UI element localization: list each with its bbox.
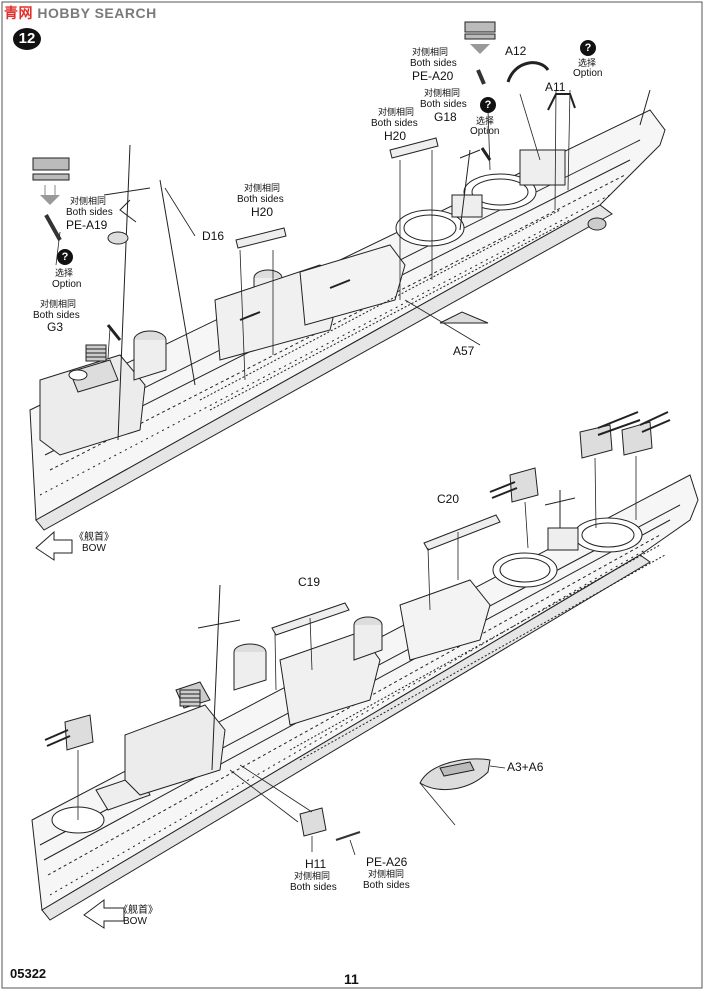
part-h11: H11 xyxy=(305,857,327,871)
label-option-en-g18: Option xyxy=(470,126,500,137)
label-h11-both-sides-cn: 对侧相同 xyxy=(294,871,331,881)
label-g18-both-sides-en: Both sides xyxy=(420,99,467,110)
label-h20-right-both-sides-cn: 对侧相同 xyxy=(378,107,415,117)
label-h20-right-both-sides-en: Both sides xyxy=(371,118,418,129)
label-option-cn-left: 选择 xyxy=(55,268,74,278)
part-g3: G3 xyxy=(47,320,64,334)
part-g18: G18 xyxy=(434,110,457,124)
part-a3-a6: A3+A6 xyxy=(507,760,544,774)
bow-label-cn-upper: 《舰首》 xyxy=(74,532,114,543)
label-pe-a19-both-sides-cn: 对侧相同 xyxy=(70,196,107,206)
label-option-en-a11: Option xyxy=(573,68,603,79)
part-pe-a26: PE-A26 xyxy=(366,855,408,869)
lower-small-parts xyxy=(44,411,671,841)
watermark-en: HOBBY SEARCH xyxy=(37,5,157,21)
part-h20-left: H20 xyxy=(251,205,274,219)
page-number: 11 xyxy=(344,971,359,987)
lower-ship-hull xyxy=(31,474,699,921)
label-pe-a20-both-sides-en: Both sides xyxy=(410,58,457,69)
option-question-icon-g18: ? xyxy=(480,97,496,113)
option-question-icon-a11: ? xyxy=(580,40,596,56)
part-c20: C20 xyxy=(437,492,460,506)
option-question-icon: ? xyxy=(57,249,73,265)
label-pe-a20-both-sides-cn: 对侧相同 xyxy=(412,47,449,57)
label-g18-both-sides-cn: 对侧相同 xyxy=(424,88,461,98)
label-h20-left-both-sides-en: Both sides xyxy=(237,194,284,205)
label-h20-left-both-sides-cn: 对侧相同 xyxy=(244,183,281,193)
label-option-cn-g18: 选择 xyxy=(476,116,495,126)
label-g3-both-sides-cn: 对侧相同 xyxy=(40,299,77,309)
part-a11: A11 xyxy=(545,80,566,94)
part-pe-a20: PE-A20 xyxy=(412,69,454,83)
bow-label-cn-lower: 《舰首》 xyxy=(118,905,158,916)
label-option-cn-a11: 选择 xyxy=(578,58,597,68)
watermark-logo: 青网 HOBBY SEARCH xyxy=(4,3,157,23)
label-h11-both-sides-en: Both sides xyxy=(290,882,337,893)
watermark-cn2: 网 xyxy=(18,5,33,21)
label-option-en-left: Option xyxy=(52,279,82,290)
step-number-badge: 12 xyxy=(13,28,41,50)
upper-small-parts xyxy=(32,21,576,341)
bow-arrows xyxy=(35,530,125,929)
bow-label-en-upper: BOW xyxy=(82,543,106,554)
label-pe-a26-both-sides-cn: 对侧相同 xyxy=(368,869,405,879)
product-code: 05322 xyxy=(10,966,47,981)
part-a57: A57 xyxy=(453,344,475,358)
part-c19: C19 xyxy=(298,575,321,589)
label-pe-a26-both-sides-en: Both sides xyxy=(363,880,410,891)
part-pe-a19: PE-A19 xyxy=(66,218,108,232)
label-pe-a19-both-sides-en: Both sides xyxy=(66,207,113,218)
watermark-cn: 青 xyxy=(4,5,19,21)
label-g3-both-sides-en: Both sides xyxy=(33,310,80,321)
upper-ship-hull xyxy=(29,89,666,531)
part-d16: D16 xyxy=(202,229,225,243)
lower-leader-lines xyxy=(77,456,637,856)
part-a12: A12 xyxy=(505,44,527,58)
bow-label-en-lower: BOW xyxy=(123,916,147,927)
part-h20-right: H20 xyxy=(384,129,407,143)
